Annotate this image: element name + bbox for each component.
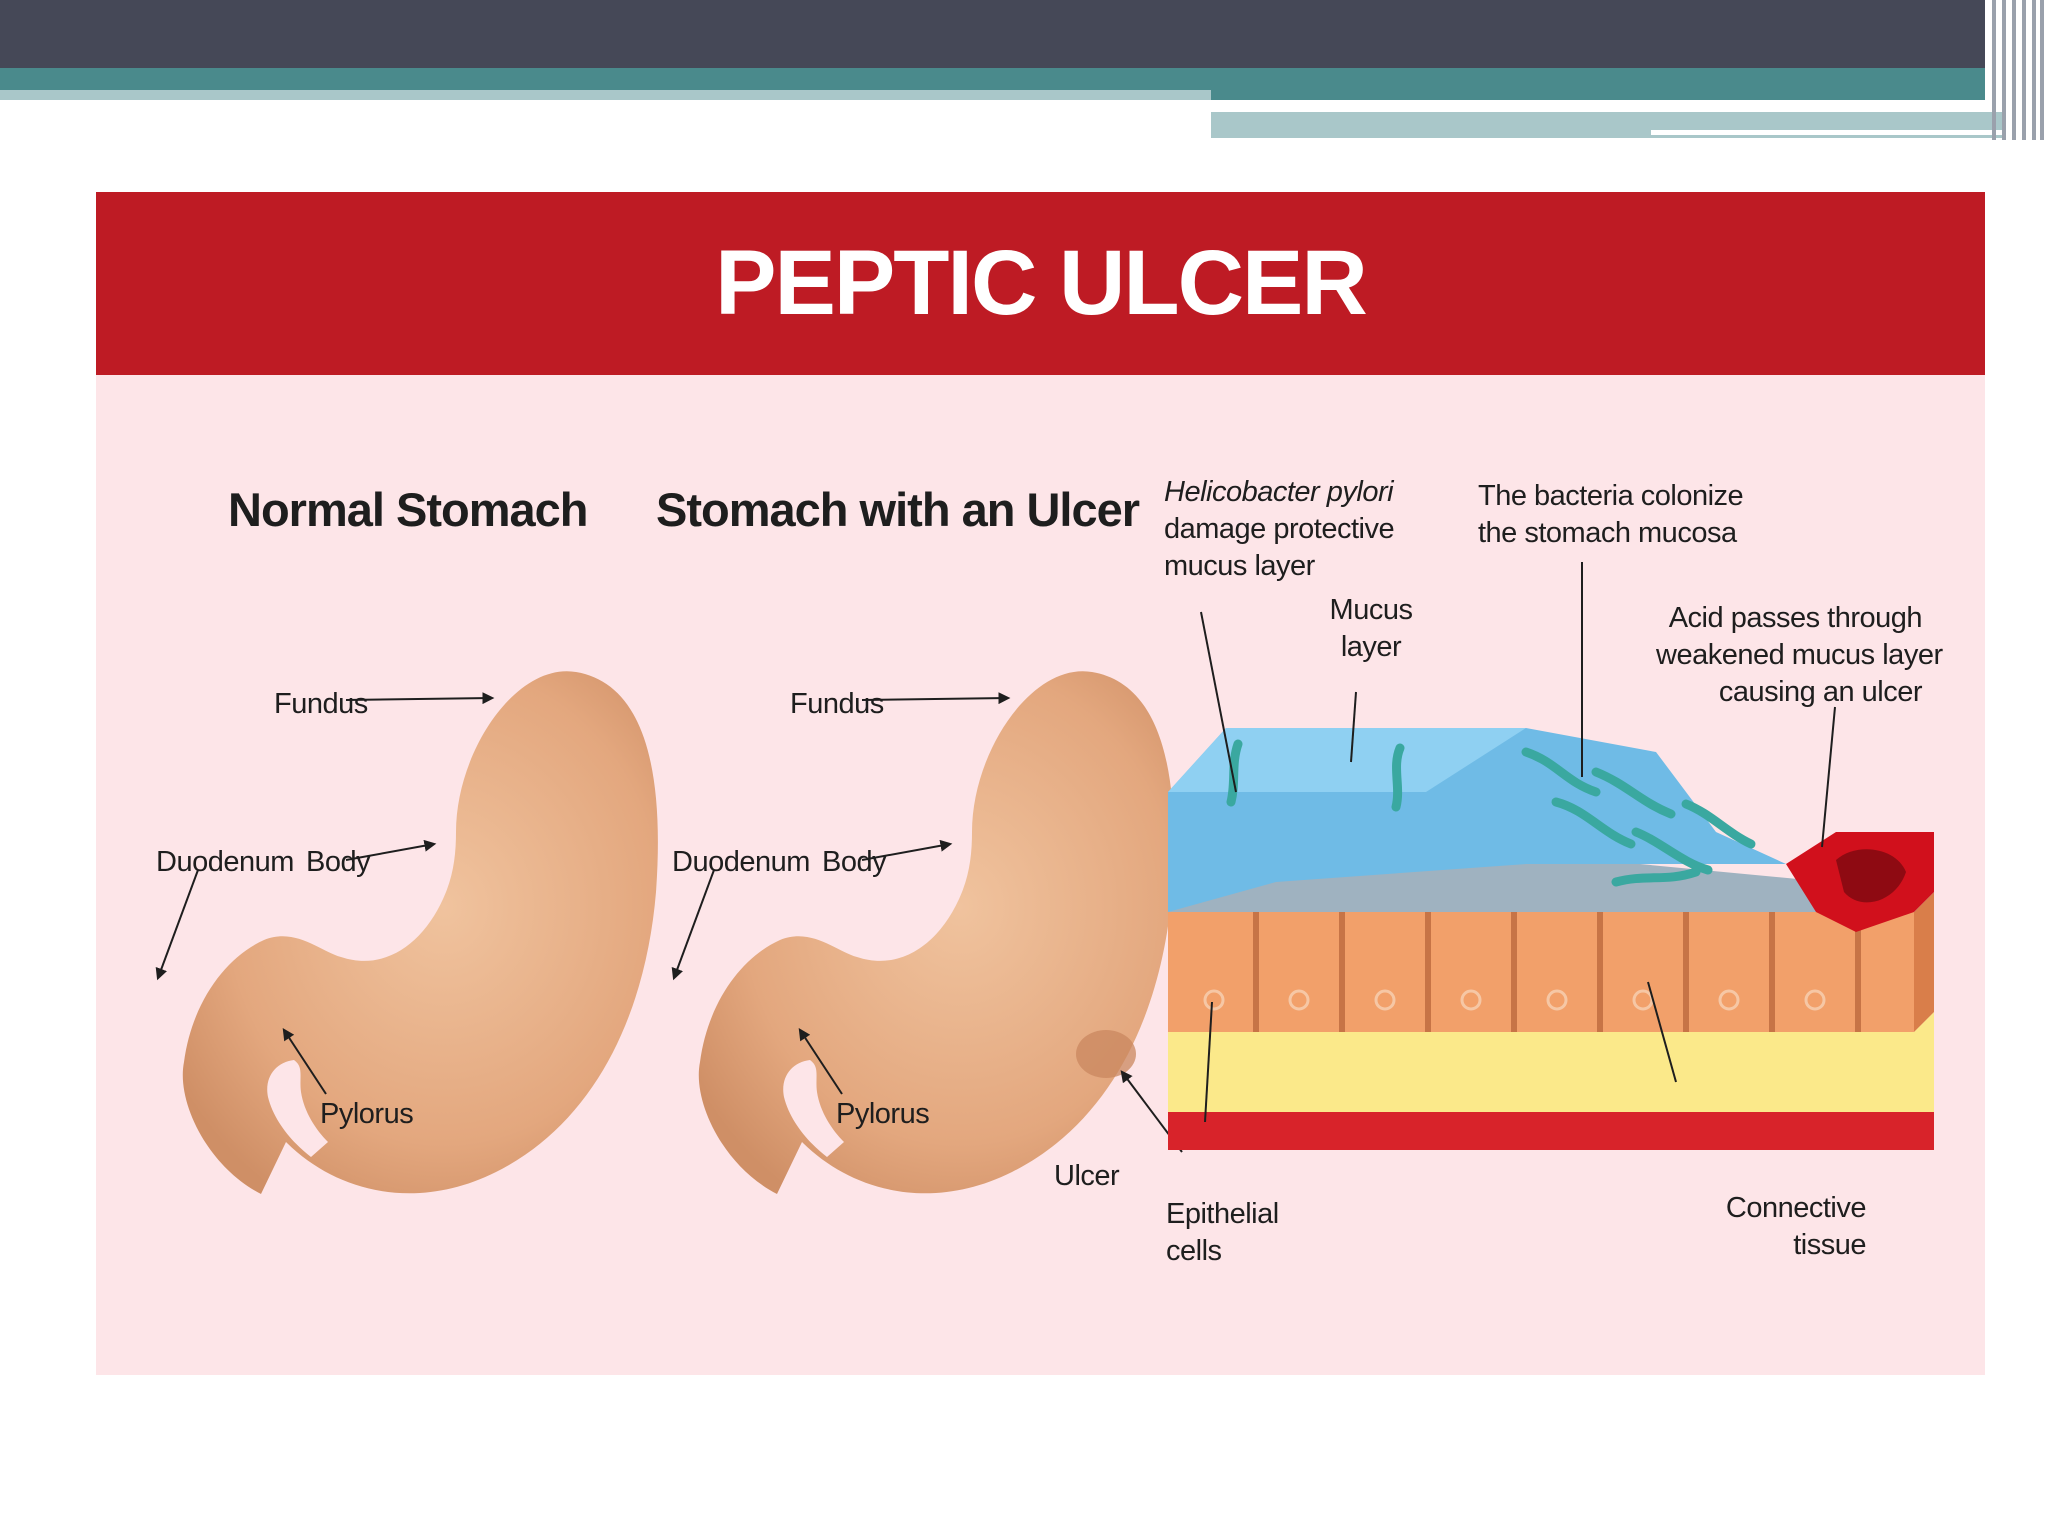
connective-tissue-layer <box>1168 1012 1934 1112</box>
ulcer-label-pylorus: Pylorus <box>836 1098 930 1130</box>
label-colonize-line2: the stomach mucosa <box>1478 517 1737 549</box>
label-mucus-line1: Mucus <box>1329 594 1413 626</box>
slide-header-teal-bar-lower <box>1211 90 1985 100</box>
normal-stomach-shape <box>182 671 658 1194</box>
base-red-layer <box>1168 1092 1934 1150</box>
ulcer-stomach-shape <box>698 671 1174 1194</box>
ulcer-spot <box>1076 1030 1136 1078</box>
label-h-pylori: Helicobacter pylori damage protective mu… <box>1164 474 1395 585</box>
mucosa-cross-section <box>1168 562 1934 1150</box>
normal-stomach-illustration <box>155 671 658 1194</box>
peptic-ulcer-figure: PEPTIC ULCER <box>96 192 1985 1375</box>
ulcer-label-fundus: Fundus <box>790 688 884 720</box>
normal-label-fundus: Fundus <box>274 688 368 720</box>
label-connective: Connective tissue <box>1636 1190 1867 1264</box>
label-acid-line1: Acid passes through <box>1668 602 1923 634</box>
figure-title: PEPTIC ULCER <box>715 232 1368 334</box>
label-connective-line1: Connective <box>1725 1192 1867 1224</box>
label-h-pylori-line2: damage protective <box>1164 513 1395 545</box>
label-h-pylori-italic: Helicobacter pylori <box>1164 476 1394 508</box>
normal-label-pylorus: Pylorus <box>320 1098 414 1130</box>
slide-header-pale-bar <box>0 90 1211 100</box>
ulcer-label-ulcer: Ulcer <box>1054 1160 1120 1192</box>
title-banner: PEPTIC ULCER <box>96 192 1985 375</box>
label-acid-line2: weakened mucus layer <box>1656 639 1943 671</box>
label-colonize: The bacteria colonize the stomach mucosa <box>1478 478 1744 552</box>
label-h-pylori-line3: mucus layer <box>1164 550 1315 582</box>
normal-stomach-heading: Normal Stomach <box>228 483 588 536</box>
label-epithelial: Epithelial cells <box>1166 1196 1279 1270</box>
slide-header-white-line-lower <box>1651 130 2011 135</box>
diagram-artwork <box>155 562 1934 1194</box>
label-acid: Acid passes through weakened mucus layer… <box>1656 600 1943 711</box>
h-pylori-bacteria <box>1226 739 1756 887</box>
label-mucus-line2: layer <box>1340 631 1402 663</box>
normal-label-body: Body <box>306 846 371 878</box>
slide-header-dark-bar <box>0 0 1985 68</box>
label-colonize-line1: The bacteria colonize <box>1478 480 1744 512</box>
ulcer-label-body: Body <box>822 846 887 878</box>
slide-side-stripes <box>1988 0 2048 140</box>
ulcer-stomach-illustration <box>671 671 1183 1194</box>
label-acid-line3: causing an ulcer <box>1718 676 1923 708</box>
ulcer-stomach-heading: Stomach with an Ulcer <box>656 483 1140 536</box>
slide-header-teal-bar <box>0 68 1985 90</box>
epithelial-side <box>1914 892 1934 1032</box>
label-connective-line2: tissue <box>1793 1229 1866 1261</box>
normal-duodenum-inner <box>267 1060 328 1157</box>
ulcer-duodenum-inner <box>783 1060 844 1157</box>
mucus-top <box>1168 728 1526 792</box>
ulcer-crater-inner <box>1836 849 1906 903</box>
label-epithelial-line2: cells <box>1166 1235 1222 1267</box>
epithelial-layer <box>1168 912 1914 1032</box>
normal-label-duodenum: Duodenum <box>156 846 294 878</box>
label-epithelial-line1: Epithelial <box>1166 1198 1279 1230</box>
ulcer-label-duodenum: Duodenum <box>672 846 810 878</box>
label-mucus: Mucus layer <box>1326 592 1416 666</box>
